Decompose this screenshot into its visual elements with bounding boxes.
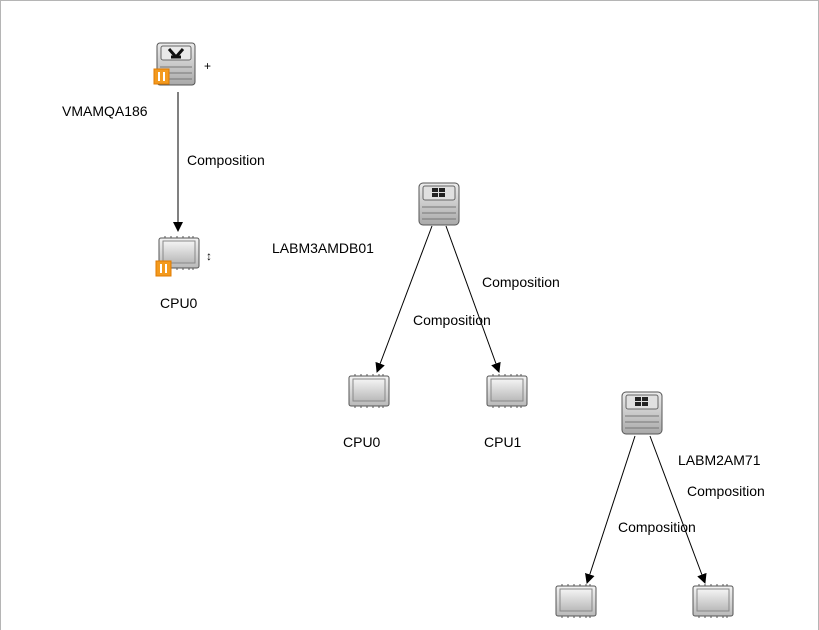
node-label: CPU0 — [343, 434, 381, 450]
edge-label: Composition — [413, 312, 491, 328]
expand-marker-icon[interactable]: ↕ — [206, 249, 212, 263]
alert-badge-icon — [155, 260, 172, 277]
cpu-icon[interactable] — [692, 584, 734, 618]
node-label: LABM2AM71 — [678, 452, 761, 468]
cpu-icon[interactable] — [486, 374, 528, 408]
cpu-icon[interactable] — [348, 374, 390, 408]
node-label: LABM3AMDB01 — [272, 240, 374, 256]
windows-server-icon[interactable] — [621, 391, 663, 435]
edge-label: Composition — [618, 519, 696, 535]
node-label: VMAMQA186 — [62, 103, 148, 119]
edge-label: Composition — [482, 274, 560, 290]
windows-server-icon[interactable] — [418, 182, 460, 226]
node-label: CPU1 — [484, 434, 522, 450]
cpu-icon[interactable] — [555, 584, 597, 618]
edge-labm2-cpuc1[interactable] — [585, 435, 636, 584]
edge-labm3-cpu1[interactable] — [445, 225, 501, 373]
edge-label: Composition — [687, 483, 765, 499]
edge-label: Composition — [187, 152, 265, 168]
canvas-border-left — [0, 0, 1, 630]
canvas-border-top — [0, 0, 819, 1]
node-label: CPU0 — [160, 295, 198, 311]
edge-labm3-cpu0[interactable] — [375, 225, 433, 373]
alert-badge-icon — [153, 68, 170, 85]
edge-labm2-cpuc2[interactable] — [649, 435, 707, 584]
expand-marker-icon[interactable]: + — [204, 59, 212, 73]
